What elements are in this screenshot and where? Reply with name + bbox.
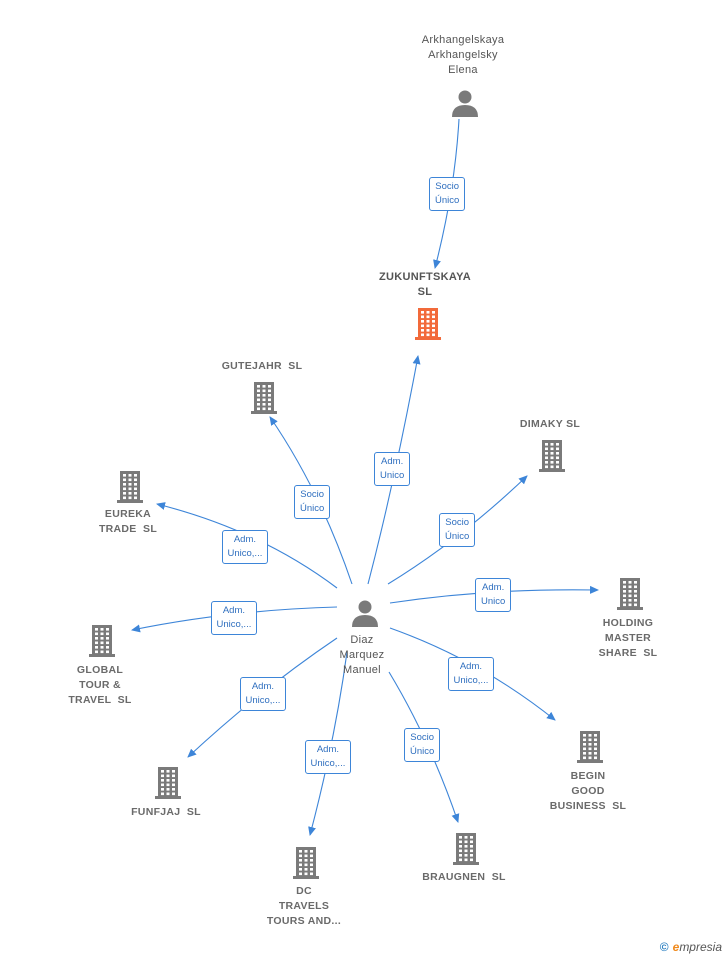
node-label-line: EUREKA	[104, 508, 152, 520]
building-icon[interactable]	[536, 438, 568, 477]
edge-label-diaz-zukunftskaya[interactable]: Adm. Unico	[374, 452, 411, 486]
edge-label-line: Socio	[300, 489, 325, 500]
node-label-line: Elena	[448, 64, 478, 76]
node-label-line: MASTER	[604, 632, 652, 644]
node-label[interactable]: HOLDING MASTER SHARE SL	[558, 616, 698, 661]
node-label-line: SL	[417, 286, 433, 298]
edge-label-line: Adm.	[482, 582, 505, 593]
node-label-line: GUTEJAHR SL	[221, 360, 303, 372]
edge-label-line: Adm.	[381, 456, 404, 467]
node-label-line: TRAVEL SL	[68, 694, 132, 706]
node-label-line: BEGIN	[570, 770, 606, 782]
node-label[interactable]: GUTEJAHR SL	[192, 359, 332, 374]
edge-label-diaz-funfjaj[interactable]: Adm. Unico,...	[239, 677, 287, 711]
edge-label-line: Único	[445, 531, 470, 542]
node-label-line: FUNFJAJ SL	[131, 806, 201, 818]
node-label[interactable]: EUREKA TRADE SL	[58, 507, 198, 537]
node-label-line: Arkhangelsky	[428, 49, 498, 61]
building-icon[interactable]	[86, 623, 118, 662]
edge-label-line: Único	[435, 195, 460, 206]
building-icon[interactable]	[152, 765, 184, 804]
edge-label-line: Adm.	[233, 534, 257, 545]
node-label-line: TOUR &	[79, 679, 121, 691]
edge-label-line: Unico,...	[227, 548, 263, 559]
edge-label-line: Unico,...	[453, 675, 489, 686]
node-label-line: GOOD	[571, 785, 605, 797]
copyright-icon: ©	[659, 940, 669, 954]
edge-label-diaz-holding[interactable]: Adm. Unico	[475, 578, 512, 612]
node-label-line: Marquez	[339, 649, 385, 661]
edge-label-line: Unico,...	[216, 619, 252, 630]
brand-footer: ©empresia	[660, 940, 722, 954]
edge-label-line: Único	[410, 746, 435, 757]
node-label-line: ZUKUNFTSKAYA	[378, 271, 472, 283]
edge-label-line: Socio	[445, 517, 470, 528]
node-label-line: Diaz	[350, 634, 374, 646]
node-label-line: TRADE SL	[98, 523, 158, 535]
edge-label-diaz-eureka[interactable]: Adm. Unico,...	[221, 530, 269, 564]
edge-label-line: Adm.	[251, 681, 275, 692]
node-label-line: Manuel	[343, 664, 381, 676]
brand-name: mpresia	[679, 940, 722, 954]
node-label-line: TOURS AND...	[266, 915, 342, 927]
building-icon[interactable]	[450, 831, 482, 870]
edge-label-diaz-begin[interactable]: Adm. Unico,...	[447, 657, 495, 691]
node-label-line: BRAUGNEN SL	[422, 871, 506, 883]
brand-initial: e	[672, 940, 680, 954]
node-label[interactable]: GLOBAL TOUR & TRAVEL SL	[30, 663, 170, 708]
building-icon[interactable]	[248, 380, 280, 419]
node-label-line: DIMAKY SL	[519, 418, 581, 430]
node-label-line: GLOBAL	[76, 664, 124, 676]
edge-label-line: Unico,...	[245, 695, 281, 706]
building-icon[interactable]	[412, 306, 444, 345]
building-icon[interactable]	[574, 729, 606, 768]
node-label-line: TRAVELS	[278, 900, 330, 912]
edge-label-line: Socio	[435, 181, 460, 192]
edge-label-line: Unico,...	[310, 758, 346, 769]
node-label[interactable]: BRAUGNEN SL	[394, 870, 534, 885]
node-label[interactable]: FUNFJAJ SL	[96, 805, 236, 820]
edge-label-line: Socio	[410, 732, 435, 743]
node-label[interactable]: DC TRAVELS TOURS AND...	[234, 884, 374, 929]
node-label-line: SHARE SL	[598, 647, 658, 659]
node-label[interactable]: DIMAKY SL	[480, 417, 620, 432]
node-label-line: DC	[296, 885, 312, 897]
edges-layer	[131, 118, 599, 836]
building-icon[interactable]	[114, 469, 146, 508]
edge-label-diaz-dc[interactable]: Adm. Unico,...	[304, 740, 352, 774]
node-label-line: BUSINESS SL	[549, 800, 627, 812]
node-label[interactable]: BEGIN GOOD BUSINESS SL	[518, 769, 658, 814]
person-icon[interactable]	[450, 88, 480, 123]
edge-label-line: Adm.	[222, 605, 246, 616]
edge-label-diaz-global[interactable]: Adm. Unico,...	[210, 601, 258, 635]
edge-label-line: Único	[300, 503, 325, 514]
node-label[interactable]: ZUKUNFTSKAYA SL	[355, 270, 495, 300]
edge-label-line: Adm.	[459, 661, 483, 672]
person-icon[interactable]	[350, 598, 380, 633]
building-icon[interactable]	[290, 845, 322, 884]
node-label-line: Arkhangelskaya	[421, 34, 505, 46]
edge-label-line: Unico	[380, 470, 405, 481]
edge-label-line: Adm.	[316, 744, 340, 755]
building-icon[interactable]	[614, 576, 646, 615]
edge-label-line: Unico	[481, 596, 506, 607]
node-label-line: HOLDING	[602, 617, 654, 629]
